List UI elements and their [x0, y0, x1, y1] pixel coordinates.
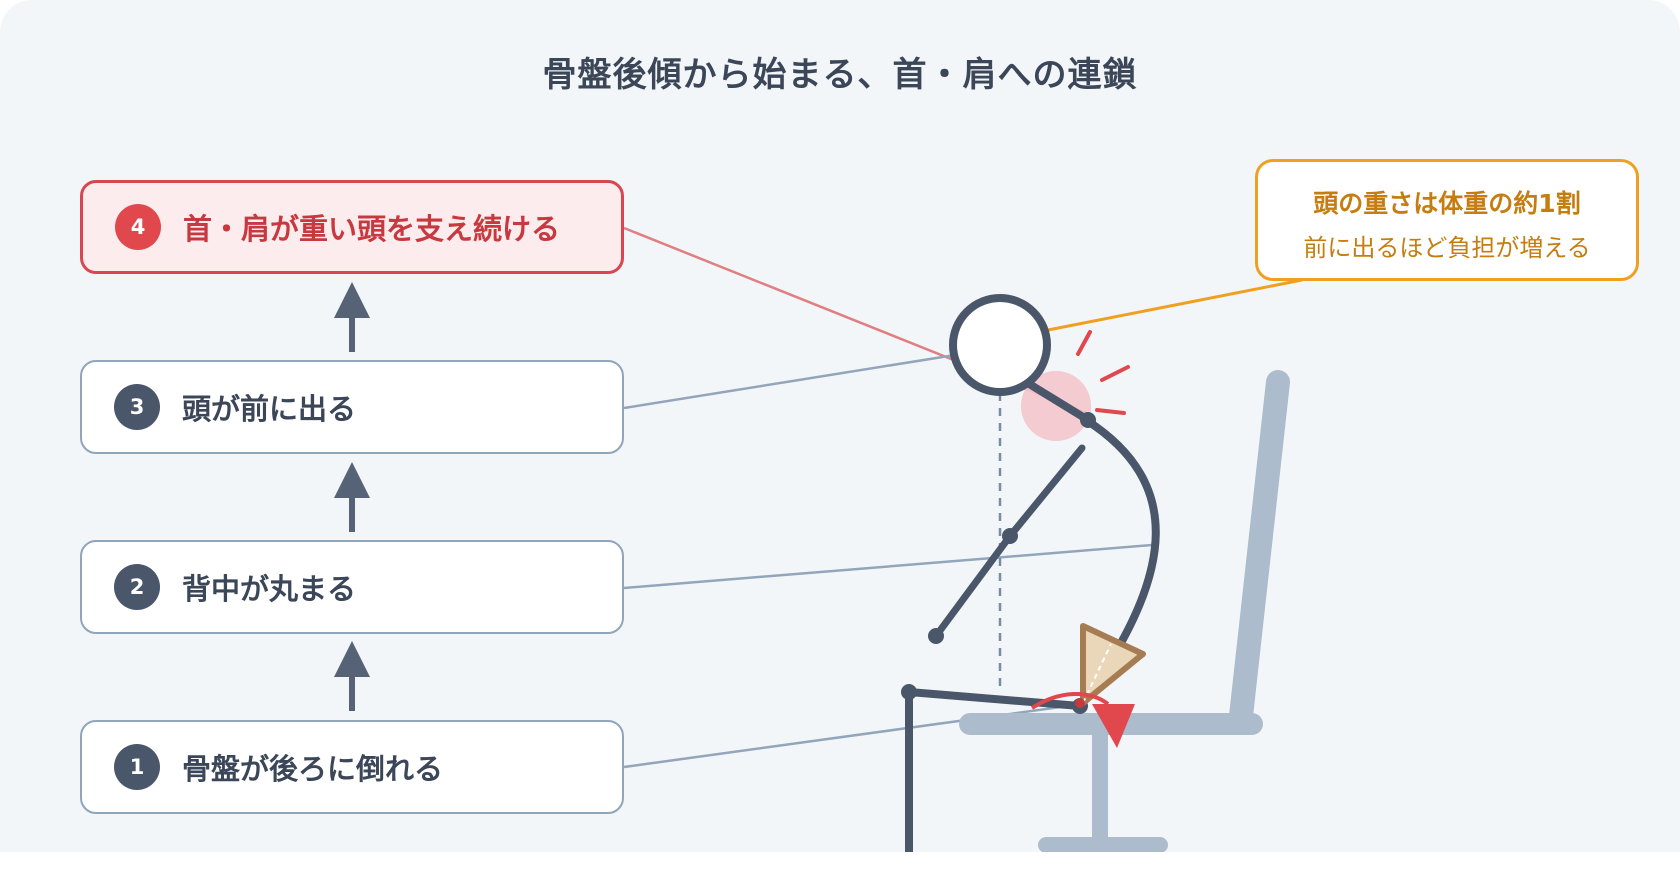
step-1-label: 骨盤が後ろに倒れる	[182, 752, 444, 786]
head-weight-callout: 頭の重さは体重の約1割 前に出るほど負担が増える	[1255, 159, 1639, 281]
step-1-number: 1	[114, 744, 160, 790]
step-2-label: 背中が丸まる	[182, 572, 357, 606]
head	[949, 294, 1051, 396]
step-2-box: 2 背中が丸まる	[80, 540, 624, 634]
leader-line-note	[1047, 278, 1303, 332]
pelvis-triangle-icon	[1080, 623, 1146, 706]
callout-heading: 頭の重さは体重の約1割	[1313, 189, 1581, 218]
leader-line-step-2	[623, 543, 1153, 590]
page-title: 骨盤後傾から始まる、首・肩への連鎖	[542, 55, 1138, 95]
step-3-box: 3 頭が前に出る	[80, 360, 624, 454]
diagram-canvas: 骨盤後傾から始まる、首・肩への連鎖	[0, 0, 1680, 852]
step-4-box: 4 首・肩が重い頭を支え続ける	[80, 180, 624, 274]
step-4-number: 4	[115, 204, 161, 250]
posture-figure	[334, 226, 1303, 852]
stick-figure	[905, 378, 1160, 852]
arrow-up-icon	[334, 282, 370, 711]
callout-text: 前に出るほど負担が増える	[1303, 234, 1591, 262]
step-1-box: 1 骨盤が後ろに倒れる	[80, 720, 624, 814]
strain-burst-icon	[1076, 330, 1130, 415]
curved-arrow-icon	[1030, 692, 1135, 748]
step-2-number: 2	[114, 564, 160, 610]
step-3-label: 頭が前に出る	[182, 392, 357, 426]
step-3-number: 3	[114, 384, 160, 430]
joints	[901, 412, 1096, 714]
leader-line-step-3	[623, 353, 956, 410]
step-4-label: 首・肩が重い頭を支え続ける	[183, 212, 561, 246]
